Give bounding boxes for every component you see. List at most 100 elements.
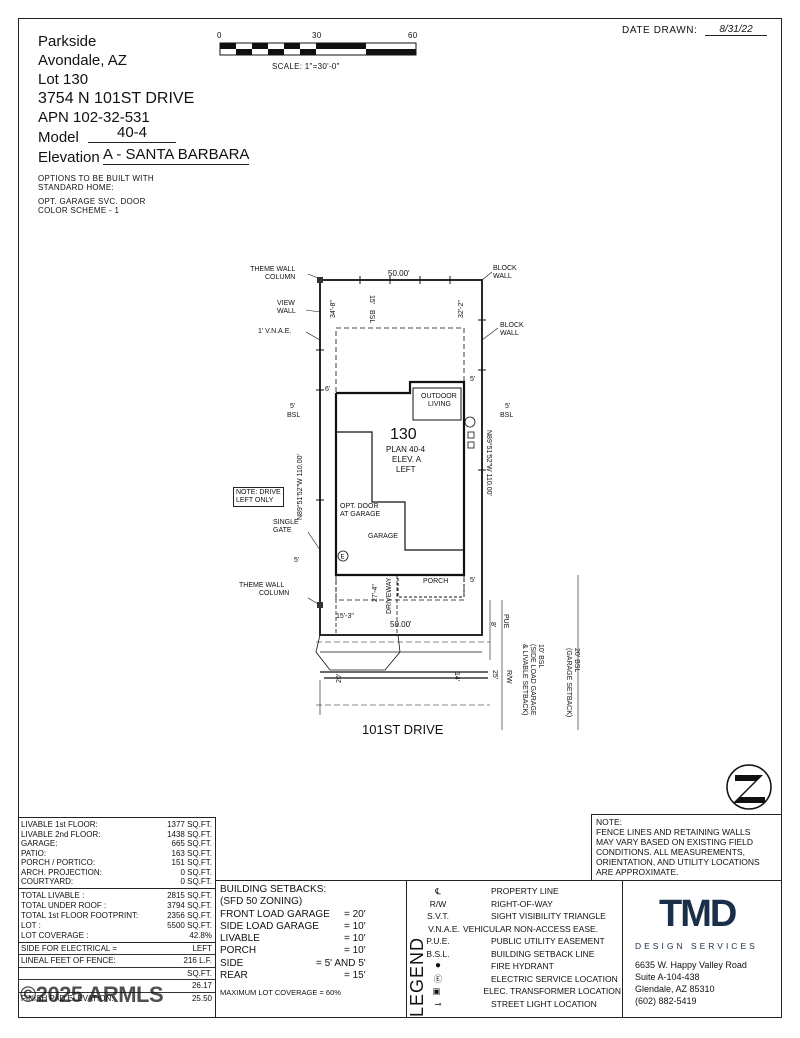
apn: APN 102-32-531 — [38, 109, 150, 126]
dim-27-4: 27'-4" — [372, 584, 379, 602]
address: 3754 N 101ST DRIVE — [38, 90, 195, 107]
rw-label: R/W — [505, 670, 512, 684]
watermark: ©2025 ARMLS — [20, 982, 164, 1007]
theme-wall-column-bottom-icon — [317, 602, 323, 608]
street-name: 101ST DRIVE — [362, 722, 444, 737]
callout-vnae: 1' V.N.A.E. — [258, 328, 292, 335]
opt-door-1: OPT. DOOR — [340, 503, 379, 510]
scale-tick-60: 60 — [408, 31, 418, 40]
svg-text:E: E — [341, 555, 345, 561]
legend-row: ▣ELEC. TRANSFORMER LOCATION — [425, 985, 621, 998]
side-left-dim: 5' — [290, 403, 296, 410]
lot-number: Lot 130 — [38, 71, 89, 88]
elevation-label: Elevation — [38, 149, 100, 166]
north-arrow-icon — [726, 764, 772, 810]
dim-14: 14' — [453, 672, 460, 682]
company-address: 6635 W. Happy Valley Road Suite A-104-43… — [635, 960, 747, 1006]
driveway-label: DRIVEWAY — [386, 577, 393, 614]
bottom-width-dim: 50.00' — [390, 620, 412, 629]
dim-5-top-right: 5' — [470, 376, 476, 383]
options-line-3: OPT. GARAGE SVC. DOOR — [38, 197, 146, 206]
legend-row: ⊸STREET LIGHT LOCATION — [425, 998, 621, 1011]
scale-text: SCALE: 1"=30'-0" — [272, 62, 340, 71]
right-bearing: N89°51'52"W 110.00' — [485, 430, 492, 496]
city: Avondale, AZ — [38, 52, 127, 69]
elevation-value: A - SANTA BARBARA — [103, 146, 250, 165]
setbacks-panel: BUILDING SETBACKS: (SFD 50 ZONING) FRONT… — [216, 880, 406, 1018]
dim-8: 8' — [489, 622, 496, 628]
options-line-2: STANDARD HOME: — [38, 183, 115, 192]
fire-hydrant-icon — [464, 416, 476, 428]
outdoor-living-2: LIVING — [428, 401, 451, 408]
legend-row: ℄PROPERTY LINE — [435, 886, 559, 896]
rear-right-dim: 32'-2" — [458, 300, 465, 318]
side-load-1: 10' BSL — [537, 644, 544, 669]
company-panel: TMD DESIGN SERVICES 6635 W. Happy Valley… — [622, 880, 782, 1018]
plan-line-2: ELEV. A — [392, 455, 422, 464]
options-line-4: COLOR SCHEME - 1 — [38, 206, 120, 215]
scale-bar-graphic — [219, 42, 417, 56]
legend-row: S.V.T.SIGHT VISIBILITY TRIANGLE — [427, 911, 606, 921]
note-box: NOTE: FENCE LINES AND RETAINING WALLS MA… — [591, 814, 782, 880]
date-drawn-value: 8/31/22 — [705, 24, 767, 36]
plan-line-3: LEFT — [396, 465, 416, 474]
garage-label: GARAGE — [368, 533, 398, 540]
legend-row: P.U.E.PUBLIC UTILITY EASEMENT — [426, 936, 605, 946]
transformer-legend-icon: ▣ — [432, 986, 441, 996]
model-label: Model — [38, 129, 79, 146]
plan-lot-number: 130 — [390, 426, 417, 443]
dim-5-gate: 5' — [294, 557, 300, 564]
dim-25: 25' — [491, 670, 498, 680]
legend-row: ●FIRE HYDRANT — [425, 960, 621, 973]
dim-6: 6' — [325, 386, 331, 393]
scale-tick-30: 30 — [312, 31, 322, 40]
fire-hydrant-legend-icon: ● — [434, 960, 442, 971]
scale-tick-0: 0 — [217, 31, 222, 40]
drawing-sheet — [18, 18, 782, 1018]
model-value: 40-4 — [88, 123, 176, 143]
side-left-bsl: BSL — [287, 412, 301, 419]
left-bearing: N89°51'52"W 110.00' — [297, 454, 304, 520]
rear-bsl-dim: 15' — [368, 295, 375, 305]
street-light-legend-icon: ⊸ — [434, 998, 442, 1009]
side-right-bsl: BSL — [500, 412, 514, 419]
plan-line-1: PLAN 40-4 — [386, 445, 426, 454]
electric-service-icon — [337, 550, 349, 562]
dim-15-3: 15'-3" — [336, 613, 354, 620]
theme-wall-column-top-icon — [317, 277, 323, 283]
dim-20: 20' — [336, 673, 343, 683]
rear-bsl-label: BSL — [368, 310, 375, 324]
legend-row: B.S.L.BUILDING SETBACK LINE — [426, 948, 595, 959]
dim-5-porch: 5' — [470, 577, 476, 584]
rear-left-dim: 34'-8" — [330, 300, 337, 318]
top-width-dim: 50.00' — [388, 269, 410, 278]
date-drawn-label: DATE DRAWN: — [622, 25, 698, 36]
outdoor-living-1: OUTDOOR — [421, 393, 457, 400]
site-plan: E — [305, 271, 579, 730]
pue-label: PUE — [502, 614, 509, 629]
transformer-icon — [467, 431, 475, 439]
legend-row: V.N.A.E.VEHICULAR NON-ACCESS EASE. — [428, 923, 599, 934]
transformer-icon-2 — [467, 441, 475, 449]
opt-door-2: AT GARAGE — [340, 511, 381, 518]
company-tagline: DESIGN SERVICES — [635, 941, 758, 951]
community-name: Parkside — [38, 33, 97, 50]
side-right-dim: 5' — [505, 403, 511, 410]
area-table: LIVABLE 1st FLOOR:1377 SQ.FT. LIVABLE 2n… — [18, 817, 216, 1018]
company-logo: TMD — [659, 893, 737, 935]
porch-label: PORCH — [423, 578, 449, 585]
options-line-1: OPTIONS TO BE BUILT WITH — [38, 174, 154, 183]
garage-setback-2: (GARAGE SETBACK) — [565, 648, 572, 718]
garage-setback-1: 20' BSL — [573, 648, 580, 673]
side-load-3: & LIVABLE SETBACK) — [521, 644, 528, 716]
